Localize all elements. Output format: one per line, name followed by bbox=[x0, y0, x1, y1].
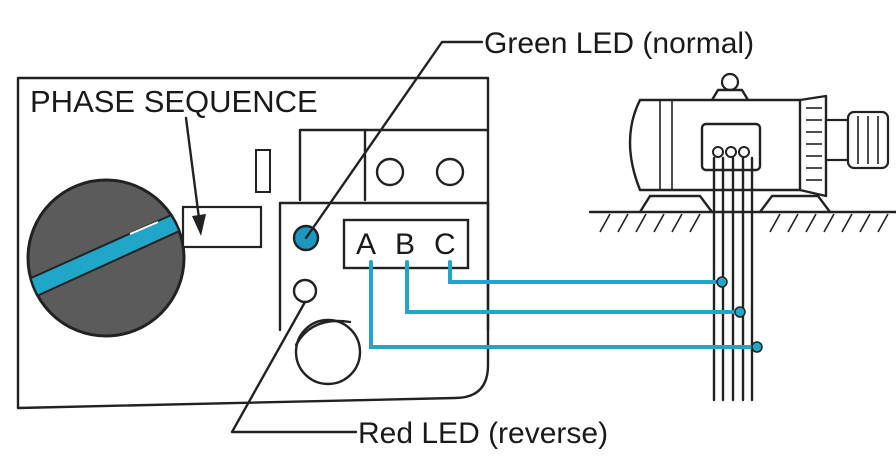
lead-c bbox=[448, 260, 724, 284]
indicator-slot bbox=[255, 149, 271, 193]
instrument-panel bbox=[16, 76, 490, 410]
rotary-knob-icon[interactable] bbox=[20, 178, 186, 338]
test-leads bbox=[369, 260, 763, 353]
terminal-a-label: A bbox=[356, 228, 376, 261]
green-led-leader bbox=[304, 40, 484, 240]
green-led-label: Green LED (normal) bbox=[484, 27, 754, 60]
red-led-label: Red LED (reverse) bbox=[358, 417, 608, 450]
knob-stripe bbox=[29, 210, 183, 302]
panel-button-1[interactable] bbox=[375, 157, 405, 187]
panel-button-2[interactable] bbox=[435, 157, 465, 187]
lead-b bbox=[405, 260, 742, 314]
red-led-leader bbox=[230, 300, 358, 434]
title-pointer-arrow bbox=[184, 116, 206, 236]
lead-a bbox=[369, 260, 759, 349]
clip-c-icon bbox=[716, 276, 728, 288]
terminal-c-label: C bbox=[434, 228, 456, 261]
lower-dial[interactable] bbox=[294, 318, 362, 386]
clip-a-icon bbox=[751, 341, 763, 353]
terminal-b-label: B bbox=[395, 228, 415, 261]
red-led-icon bbox=[292, 278, 318, 304]
sequence-window bbox=[181, 205, 263, 249]
clip-b-icon bbox=[734, 306, 746, 318]
panel-title: PHASE SEQUENCE bbox=[30, 84, 318, 119]
